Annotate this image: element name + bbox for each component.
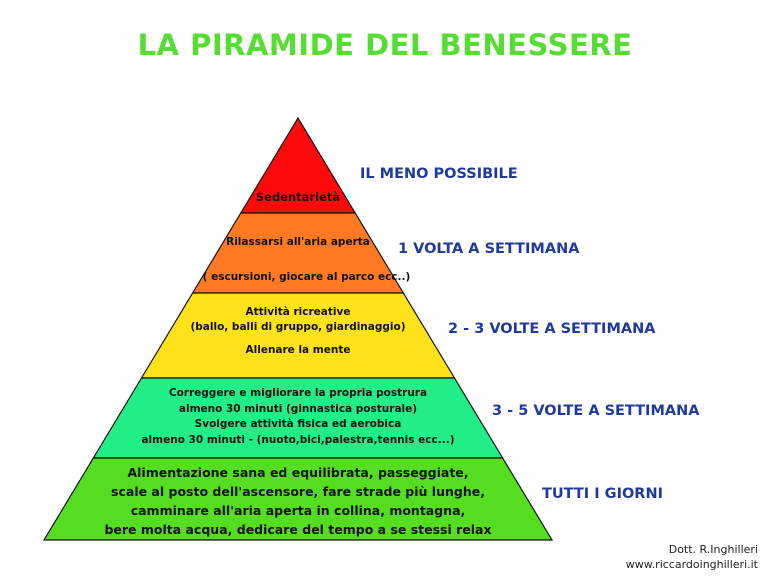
level-4-line: Svolgere attività fisica ed aerobica xyxy=(194,418,402,430)
level-2-line: Rilassarsi all'aria aperta xyxy=(226,236,370,248)
level-4-line: almeno 30 minuti (ginnastica posturale) xyxy=(178,402,418,415)
credit-website: www.riccardoinghilleri.it xyxy=(625,558,758,571)
frequency-label-2: 1 VOLTA A SETTIMANA xyxy=(398,241,580,257)
level-5-line: bere molta acqua, dedicare del tempo a s… xyxy=(104,522,492,537)
pyramid-level-5 xyxy=(42,457,554,541)
credit-author: Dott. R.Inghilleri xyxy=(668,543,758,556)
frequency-label-4: 3 - 5 VOLTE A SETTIMANA xyxy=(492,403,700,419)
level-2-line: ( escursioni, giocare al parco ecc..) xyxy=(202,271,411,283)
level-3-line: (ballo, balli di gruppo, giardinaggio) xyxy=(190,321,406,333)
level-4-text: Correggere e migliorare la propria postr… xyxy=(103,386,492,448)
level-1-text: Sedentarietà xyxy=(251,190,345,205)
level-3-line: Attività ricreative xyxy=(245,306,351,318)
level-2-text: Rilassarsi all'aria aperta ( escursioni, … xyxy=(202,235,411,285)
frequency-label-1: IL MENO POSSIBILE xyxy=(360,166,518,182)
level-5-line: camminare all'aria aperta in collina, mo… xyxy=(130,503,466,518)
level-4-line: Correggere e migliorare la propria postr… xyxy=(168,387,428,399)
credit: Dott. R.Inghilleri www.riccardoinghiller… xyxy=(626,542,758,572)
level-5-line: scale al posto dell'ascensore, fare stra… xyxy=(111,484,485,499)
level-1-line: Sedentarietà xyxy=(255,190,341,204)
level-3-line: Allenare la mente xyxy=(245,344,351,356)
level-5-line: Alimentazione sana ed equilibrata, passe… xyxy=(127,465,469,480)
frequency-label-3: 2 - 3 VOLTE A SETTIMANA xyxy=(448,321,656,337)
level-4-line: almeno 30 minuti - (nuoto,bici,palestra,… xyxy=(141,433,455,446)
frequency-label-5: TUTTI I GIORNI xyxy=(542,486,663,502)
page-title: LA PIRAMIDE DEL BENESSERE xyxy=(137,28,633,62)
level-5-text: Alimentazione sana ed equilibrata, passe… xyxy=(54,463,542,539)
level-3-text: Attività ricreative (ballo, balli di grup… xyxy=(152,305,445,358)
